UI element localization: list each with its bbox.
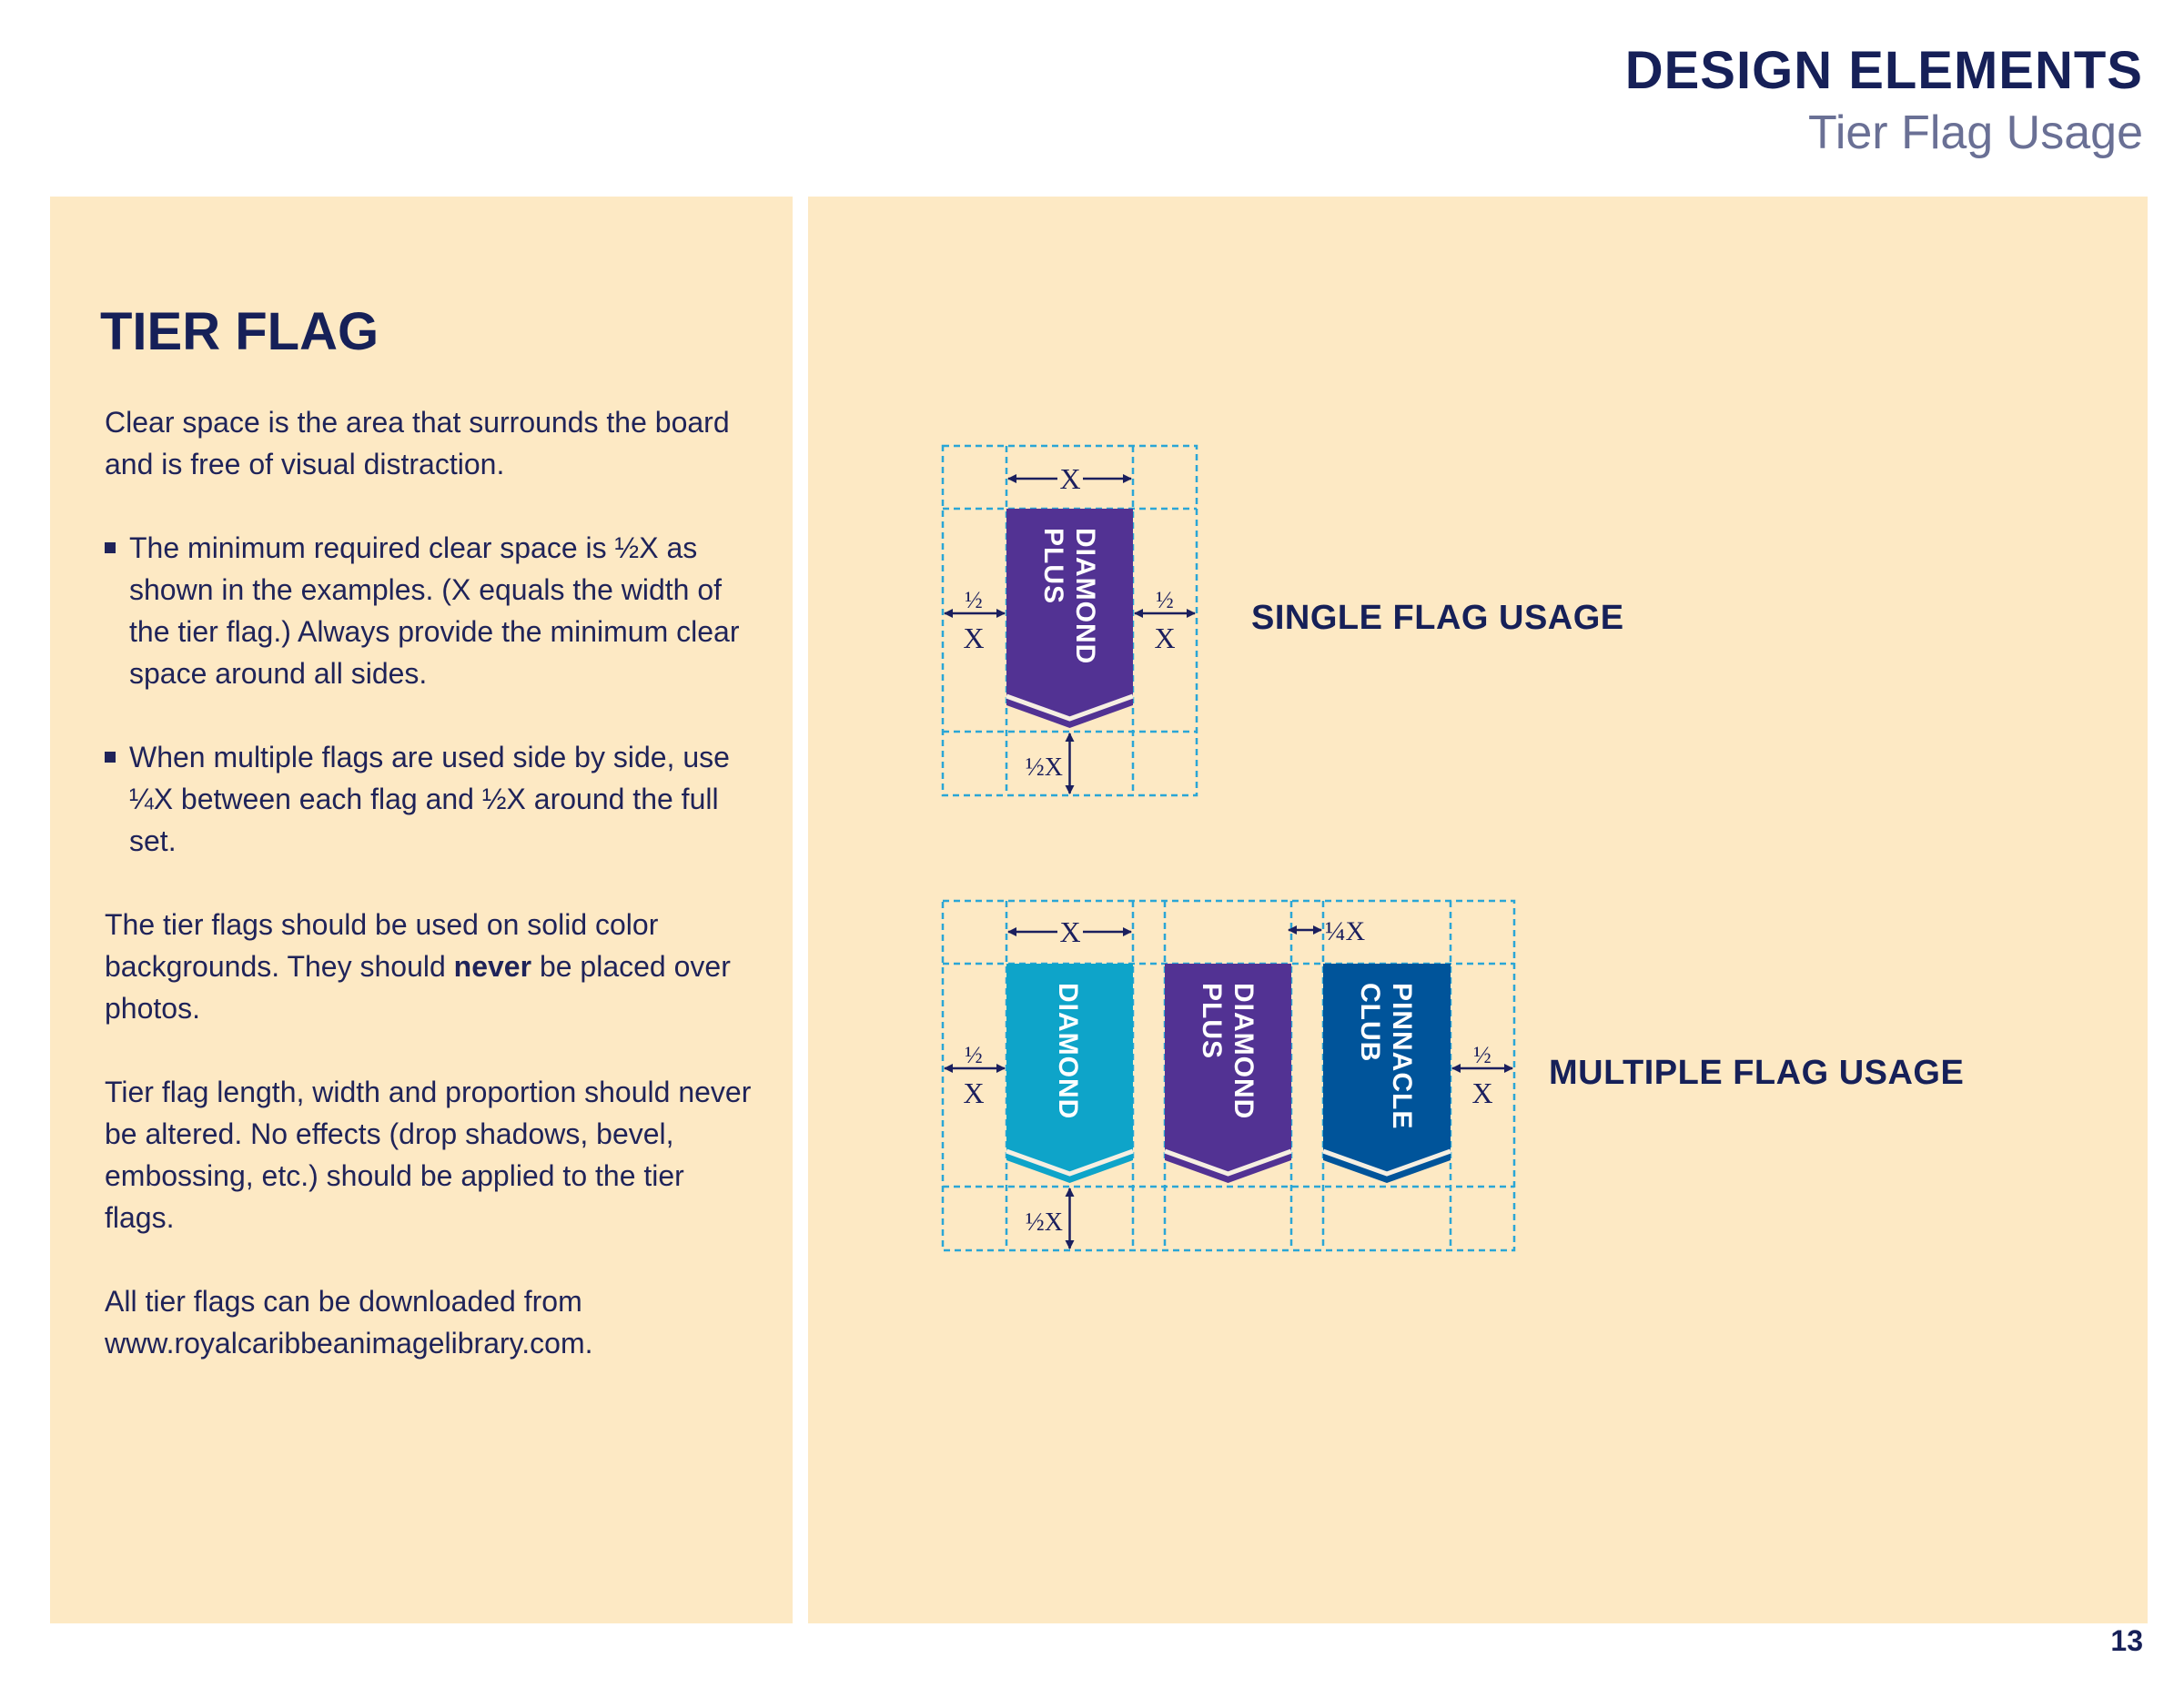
intro-paragraph: Clear space is the area that surrounds t… <box>105 406 730 480</box>
section-subtitle: Tier Flag Usage <box>1808 106 2143 159</box>
flag-diamond-plus-text-line2: PLUS <box>1197 983 1227 1059</box>
single-right-half-label: ½ <box>1156 587 1174 613</box>
single-flag-usage-label: SINGLE FLAG USAGE <box>1251 599 1624 637</box>
single-left-half-label: ½ <box>965 587 983 613</box>
multiple-flag-usage-label: MULTIPLE FLAG USAGE <box>1549 1054 1965 1092</box>
flag-pinnacle-club: PINNACLE CLUB <box>1322 964 1451 1183</box>
proportion-paragraph: Tier flag length, width and proportion s… <box>105 1076 752 1234</box>
flag-pinnacle-club-text-line2: CLUB <box>1355 983 1385 1062</box>
single-right-x-label: X <box>1154 622 1175 654</box>
flag-diamond-text: DIAMOND <box>1053 983 1083 1119</box>
section-title: DESIGN ELEMENTS <box>1624 41 2143 100</box>
multiple-right-x-label: X <box>1471 1076 1492 1109</box>
single-flag-text-line2: PLUS <box>1038 528 1068 604</box>
never-emphasis: never <box>453 950 532 983</box>
single-left-x-label: X <box>963 622 984 654</box>
text-panel: TIER FLAG Clear space is the area that s… <box>50 197 793 1623</box>
bullet-multiple-flags: When multiple flags are used side by sid… <box>105 736 760 862</box>
solid-background-paragraph: The tier flags should be used on solid c… <box>105 908 731 1025</box>
single-flag-diamond-plus: DIAMOND PLUS <box>1006 509 1134 728</box>
multiple-flag-measurements: X ¼X ½ X ½ X ½X <box>944 915 1513 1249</box>
tier-flag-heading: TIER FLAG <box>100 302 379 361</box>
multiple-gap-quarter-x-label: ¼X <box>1325 916 1366 946</box>
single-flag-measurements: X ½ X ½ X ½X <box>944 462 1196 794</box>
flag-pinnacle-club-text-line1: PINNACLE <box>1387 983 1417 1129</box>
single-bottom-half-x-label: ½X <box>1026 753 1063 782</box>
bullet-clear-space: The minimum required clear space is ½X a… <box>105 527 760 694</box>
bullet-square-icon <box>105 542 116 553</box>
multiple-left-half-label: ½ <box>965 1042 983 1068</box>
flag-diamond-plus-text-line1: DIAMOND <box>1228 983 1259 1119</box>
diagram-panel <box>808 197 2148 1623</box>
single-width-x-label: X <box>1059 462 1080 495</box>
page-number: 13 <box>2110 1624 2143 1657</box>
bullet-square-icon <box>105 752 116 763</box>
flag-diamond-plus: DIAMOND PLUS <box>1164 964 1292 1183</box>
multiple-right-half-label: ½ <box>1473 1042 1491 1068</box>
single-flag-text-line1: DIAMOND <box>1070 528 1100 664</box>
download-paragraph: All tier flags can be downloaded from ww… <box>105 1285 593 1359</box>
multiple-left-x-label: X <box>963 1076 984 1109</box>
flag-diamond: DIAMOND <box>1006 964 1134 1183</box>
multiple-bottom-half-x-label: ½X <box>1026 1208 1063 1237</box>
multiple-width-x-label: X <box>1059 915 1080 948</box>
